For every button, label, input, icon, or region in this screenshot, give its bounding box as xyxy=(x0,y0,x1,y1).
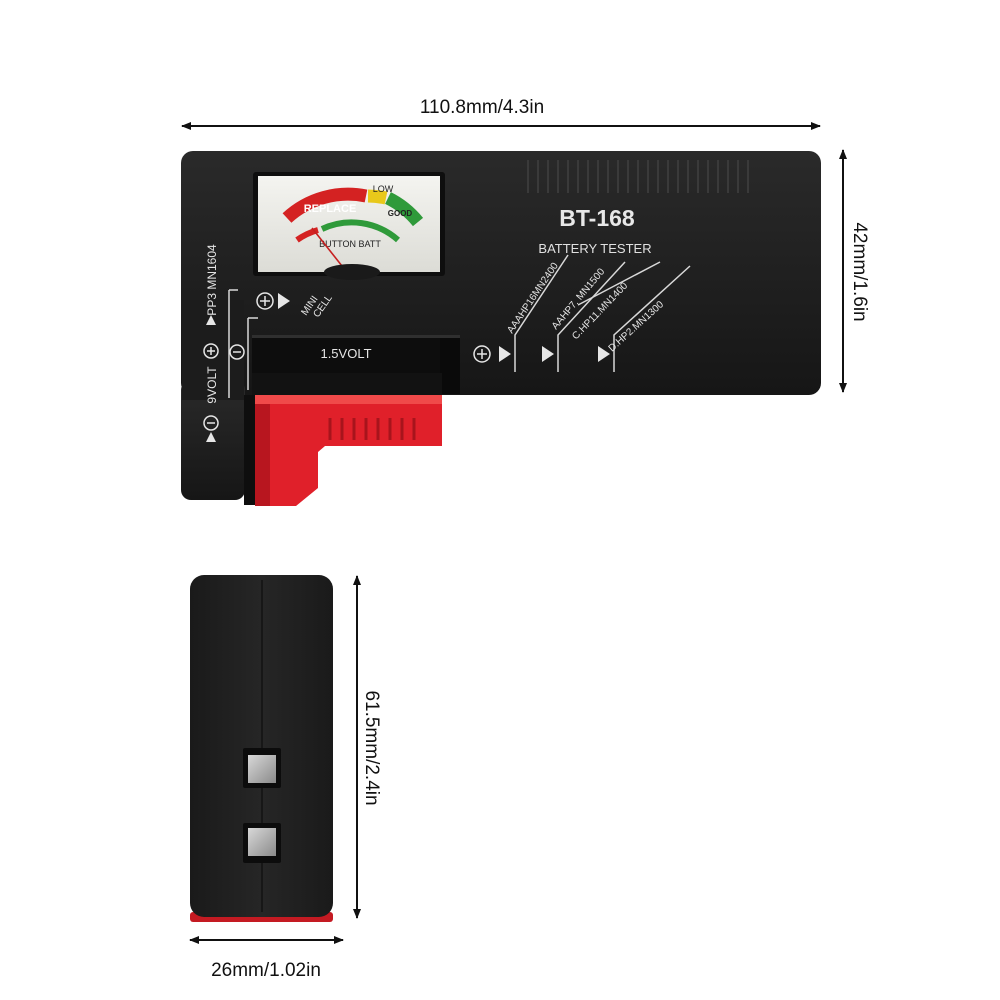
plus-icon xyxy=(203,343,219,359)
dimension-right: 42mm/1.6in xyxy=(839,149,870,393)
grip-ridges xyxy=(527,160,749,193)
side-height-label: 61.5mm/2.4in xyxy=(361,690,382,805)
analog-meter: REPLACE LOW GOOD BUTTON BATT xyxy=(253,172,445,280)
play-arrow-icon xyxy=(278,293,290,309)
top-width-label: 110.8mm/4.3in xyxy=(420,97,544,118)
play-arrow-icon xyxy=(542,346,554,362)
slot-label: 1.5VOLT xyxy=(320,346,371,361)
plus-icon xyxy=(256,292,274,310)
left-label-pp3: PP3 MN1604 xyxy=(205,244,219,316)
meter-needle xyxy=(311,227,343,267)
minus-icon xyxy=(203,415,219,431)
meter-good-label: GOOD xyxy=(388,209,413,218)
model-subtitle: BATTERY TESTER xyxy=(538,241,651,256)
play-arrow-icon xyxy=(499,346,511,362)
side-width-label: 26mm/1.02in xyxy=(211,960,321,981)
play-arrow-icon xyxy=(598,346,610,362)
dimension-side-height: 61.5mm/2.4in xyxy=(353,575,382,919)
plus-icon xyxy=(473,345,491,363)
right-height-label: 42mm/1.6in xyxy=(849,222,870,321)
tester-side xyxy=(190,575,333,922)
meter-low-label: LOW xyxy=(373,184,394,194)
minus-icon xyxy=(229,344,245,360)
meter-replace-label: REPLACE xyxy=(304,203,357,215)
left-label-9volt: 9VOLT xyxy=(205,366,219,404)
tester-front: REPLACE LOW GOOD BUTTON BATT BT-168 BATT… xyxy=(181,151,821,506)
battery-slot: 1.5VOLT xyxy=(252,335,460,395)
triangle-up-icon xyxy=(206,315,216,325)
slider-handle[interactable] xyxy=(255,395,442,506)
model-name: BT-168 xyxy=(559,205,635,231)
triangle-up-icon xyxy=(206,432,216,442)
dimension-top: 110.8mm/4.3in xyxy=(181,97,821,130)
dimension-side-width: 26mm/1.02in xyxy=(189,936,344,981)
meter-button-batt-label: BUTTON BATT xyxy=(319,239,381,249)
